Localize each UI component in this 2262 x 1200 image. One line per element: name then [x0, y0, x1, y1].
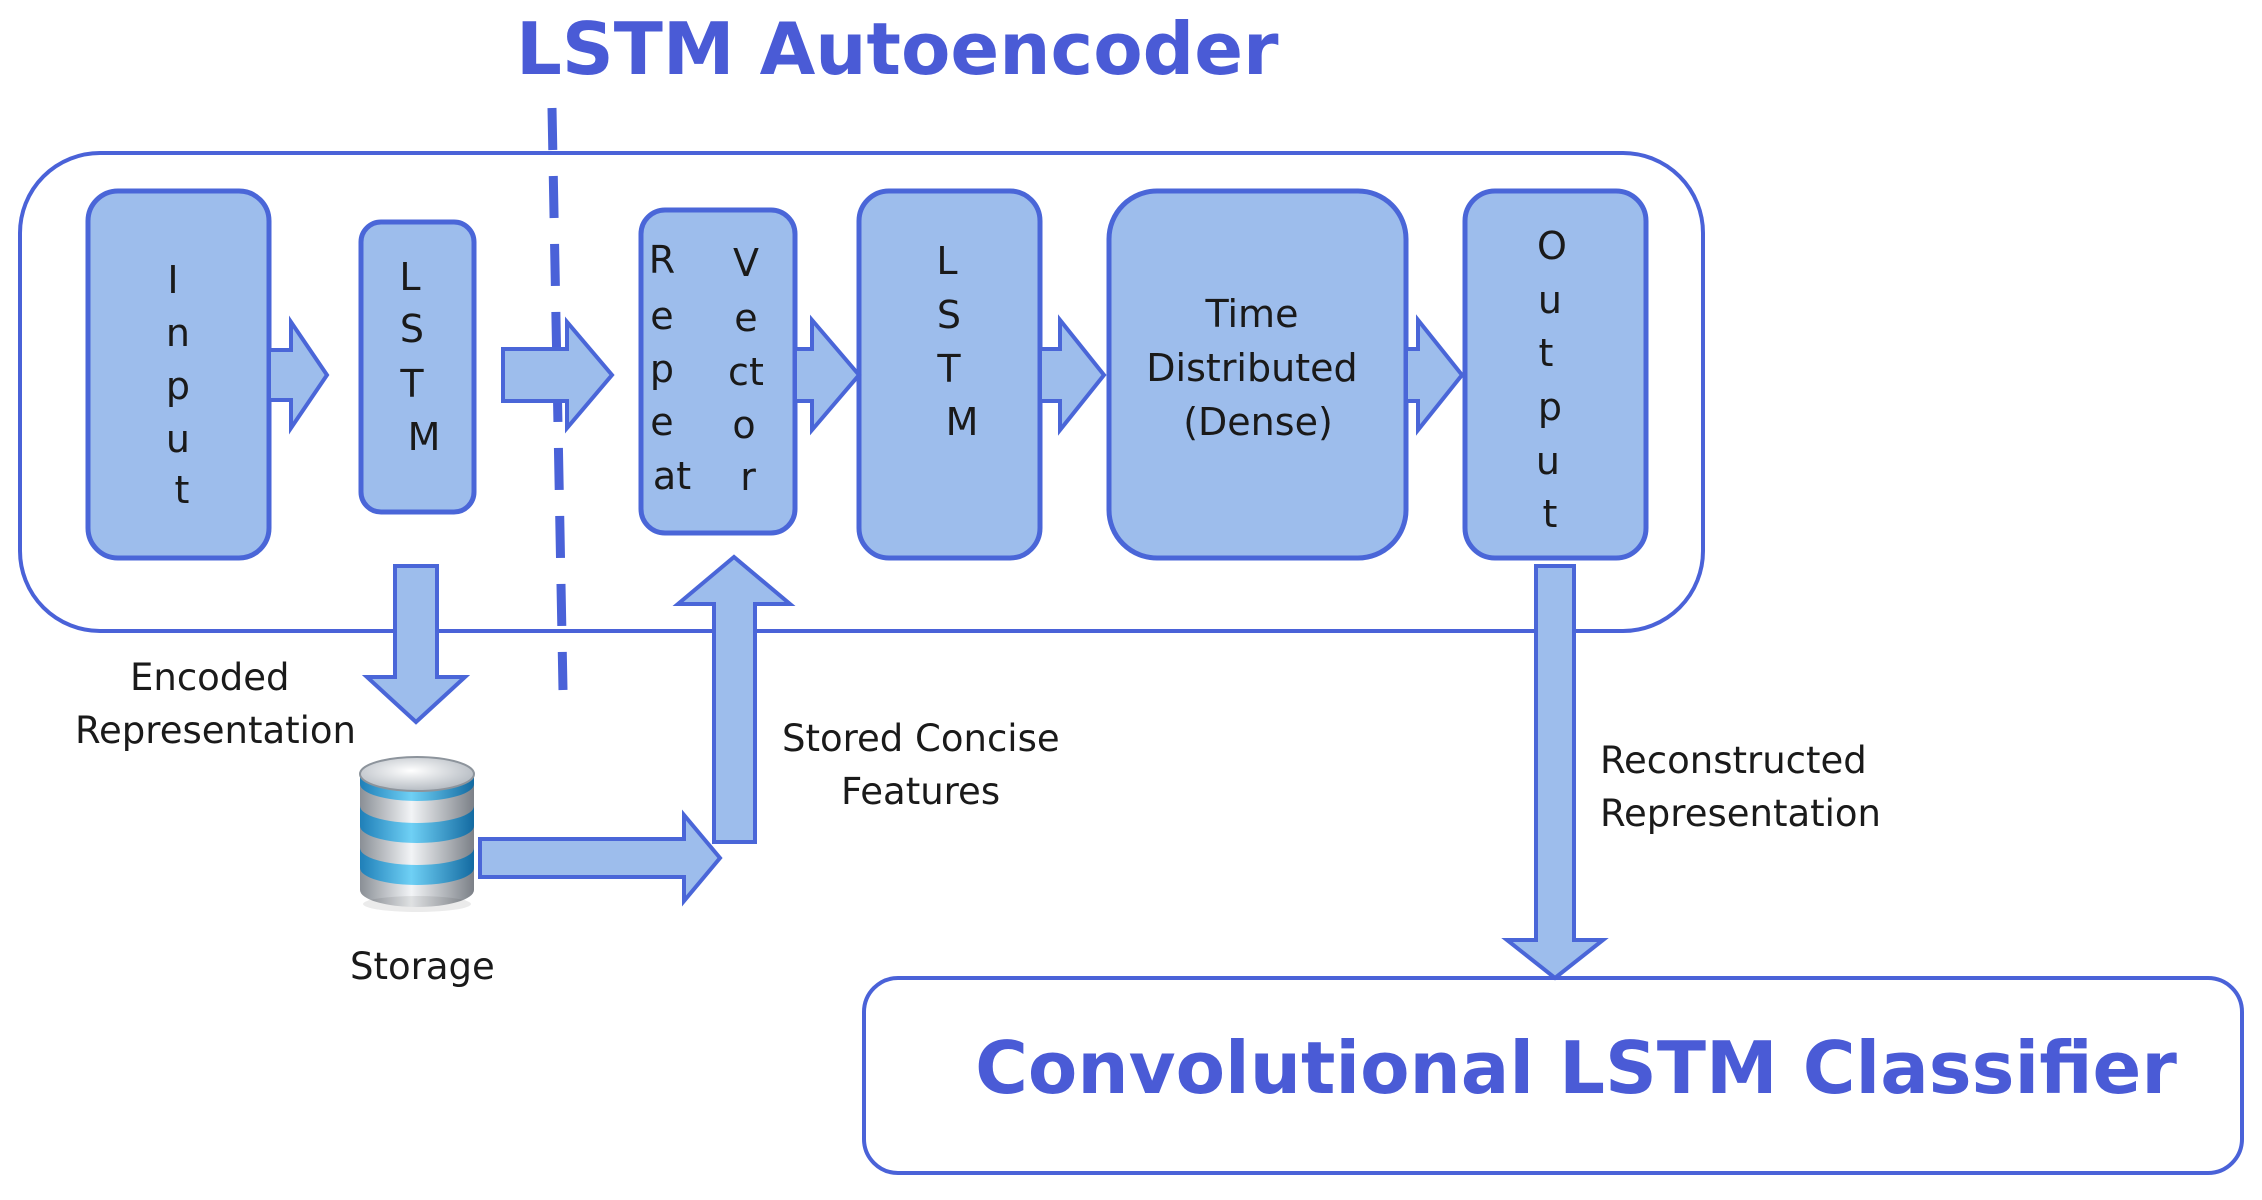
classifier-title: Convolutional LSTM Classifier: [975, 1026, 2177, 1110]
stored-features-label: Stored Concise Features: [782, 717, 1071, 813]
arrow-lstm-to-timedist: [1038, 314, 1107, 436]
encoded-representation-label: Encoded Representation: [75, 656, 356, 752]
repeat-vector-block: R e p e at V e ct o r: [638, 207, 798, 536]
output-block-label: O u t p u t: [1536, 224, 1579, 536]
arrow-timedist-to-output: [1404, 314, 1465, 436]
arrow-repeat-to-lstm: [793, 314, 862, 436]
vector-label: V e ct o r: [728, 241, 776, 499]
arrow-lstm-to-repeat: [501, 316, 615, 434]
arrow-encoded-down: [361, 564, 471, 725]
database-icon: [359, 756, 475, 912]
lstm-decoder-block: L S T M: [856, 188, 1043, 561]
repeat-label: R e p e at: [649, 238, 691, 498]
autoencoder-title: LSTM Autoencoder: [516, 7, 1279, 91]
input-block-label: I n p u t: [166, 258, 202, 512]
classifier-box: [862, 976, 2244, 1175]
storage-label: Storage: [350, 945, 495, 988]
input-block: I n p u t: [85, 188, 272, 561]
output-block: O u t p u t: [1462, 188, 1649, 561]
time-distributed-block: Time Distributed (Dense): [1106, 188, 1409, 561]
reconstructed-representation-label: Reconstructed Representation: [1600, 739, 1881, 835]
autoencoder-frame: [18, 151, 1705, 633]
time-distributed-label: Time Distributed (Dense): [1146, 292, 1369, 444]
lstm-encoder-block: L S T M: [358, 219, 477, 515]
arrow-output-down: [1501, 564, 1609, 981]
lstm-encoder-block-label: L S T M: [399, 255, 440, 459]
lstm-decoder-block-label: L S T M: [936, 239, 978, 444]
arrow-input-to-lstm: [267, 315, 330, 435]
arrow-storage-right: [478, 809, 723, 907]
arrow-features-up: [672, 554, 796, 844]
